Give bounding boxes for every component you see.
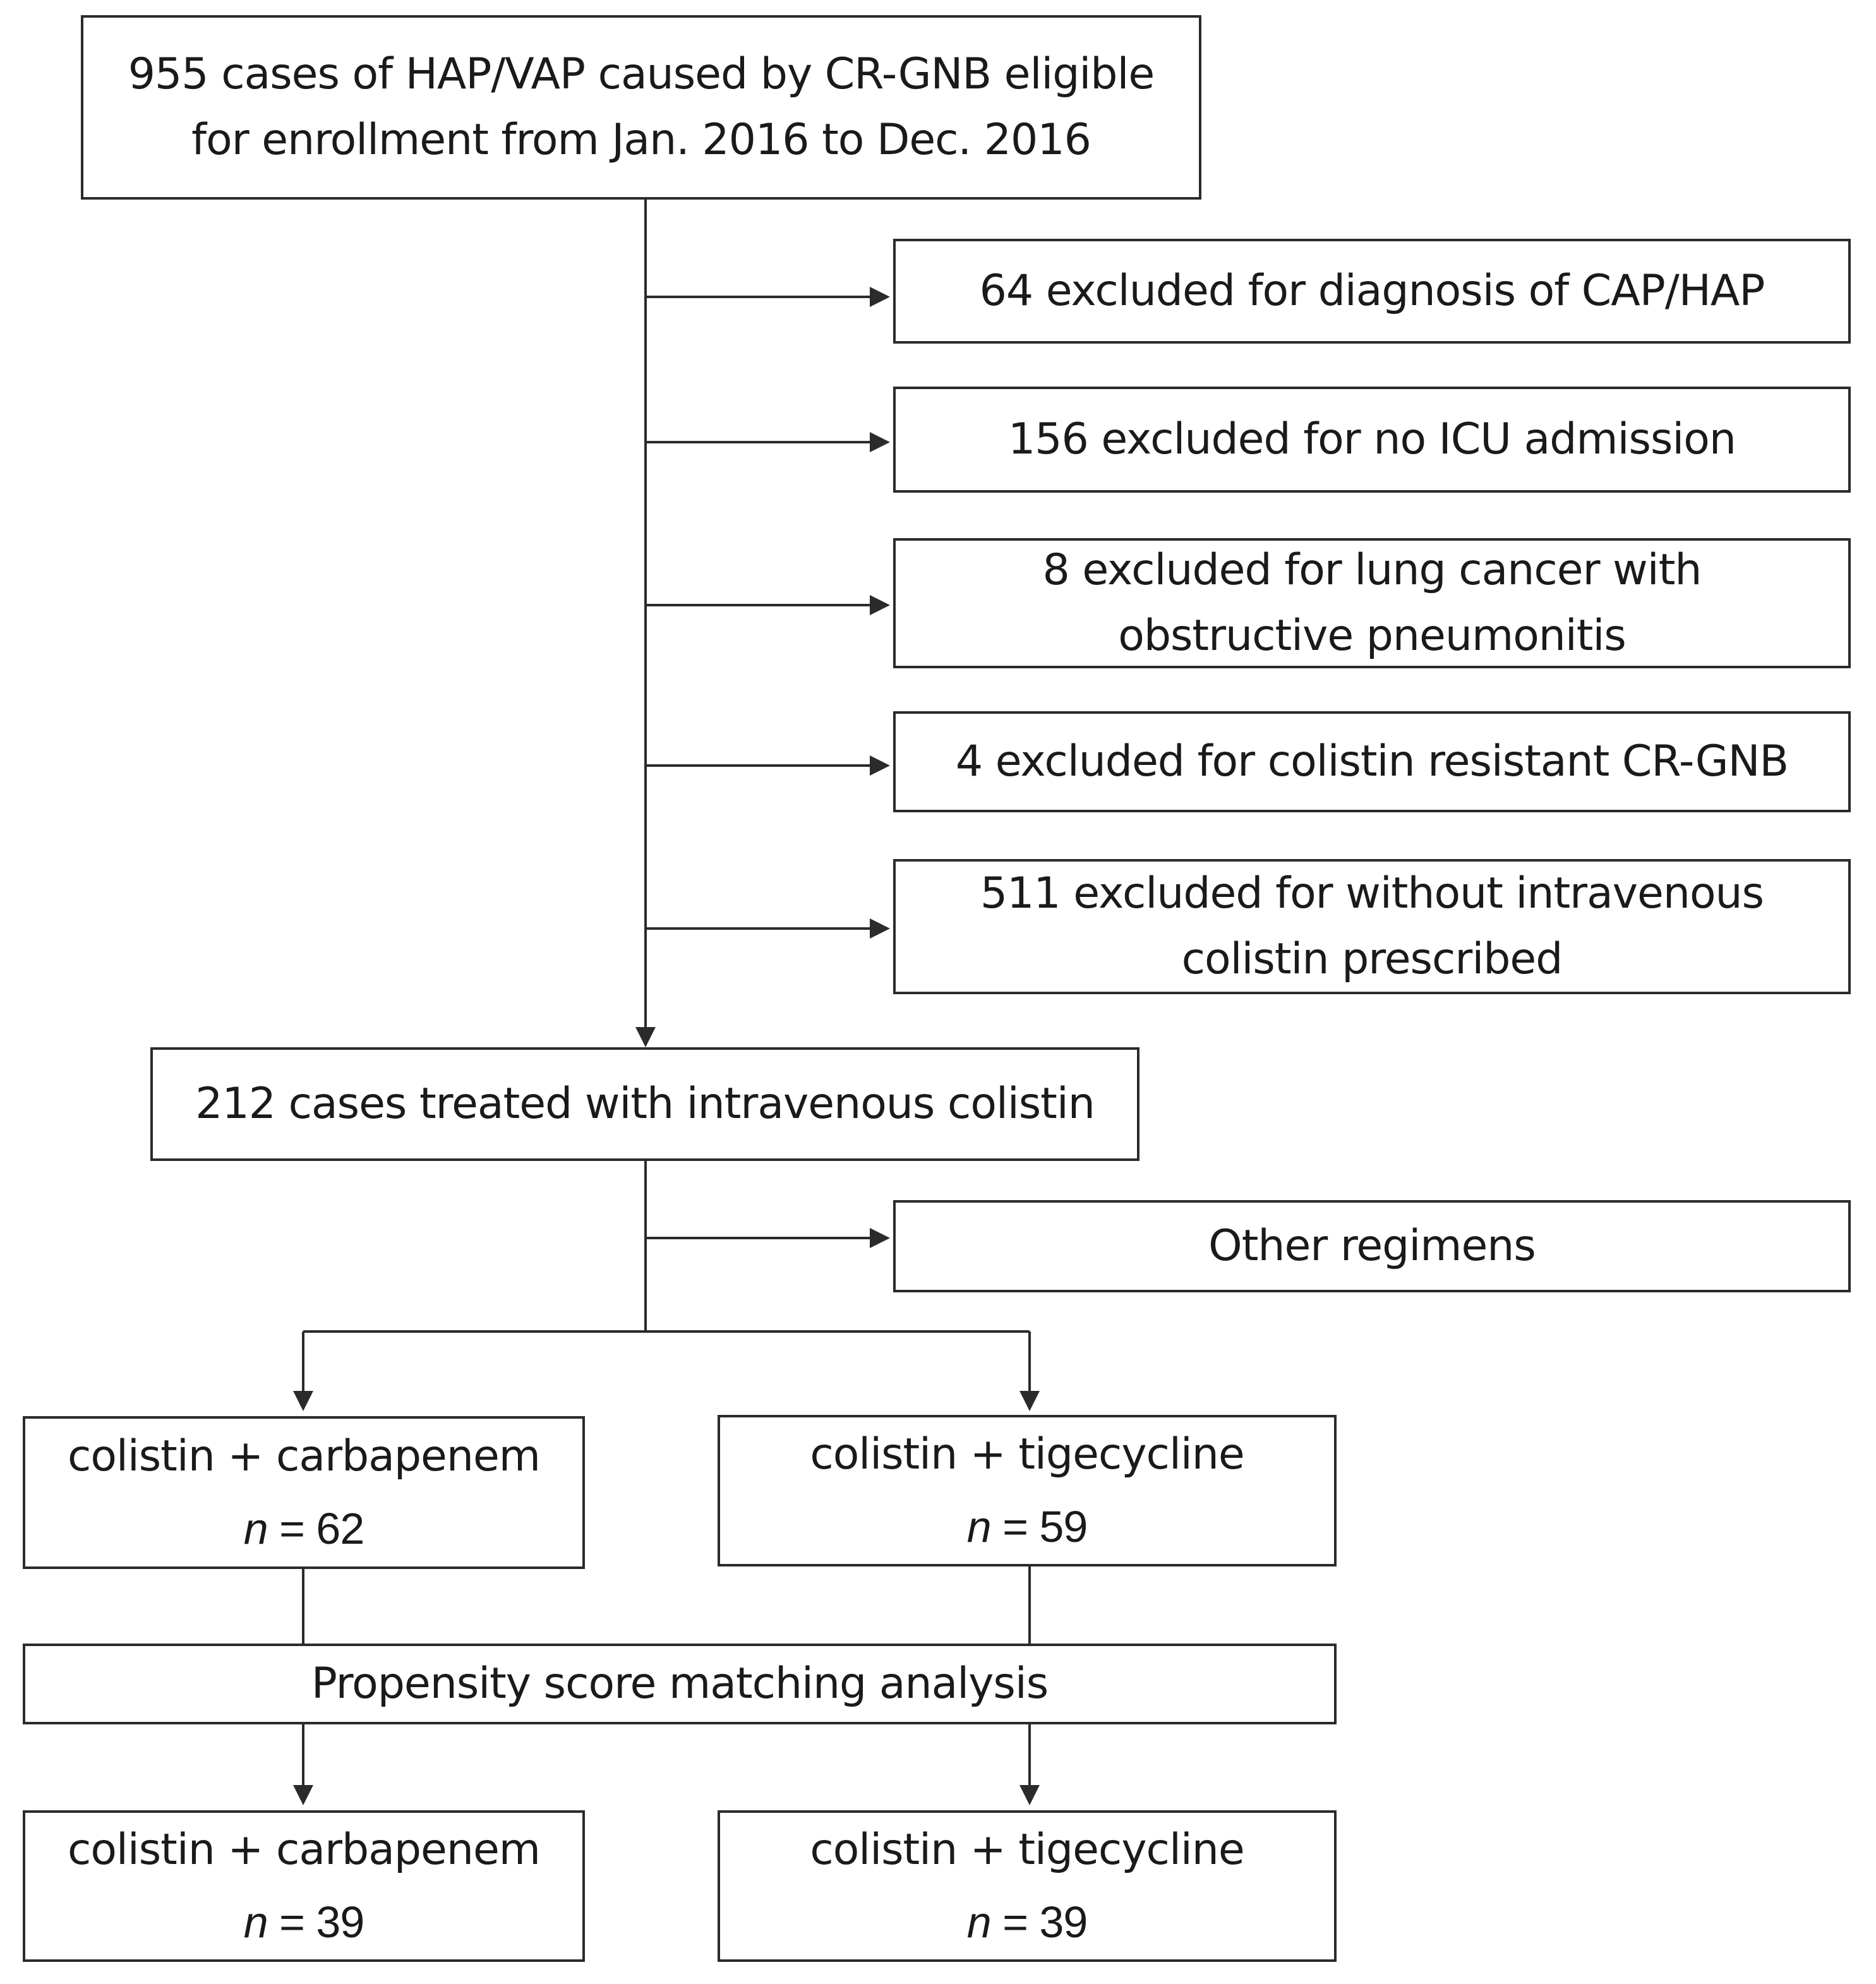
exclusion-2-label: 156 excluded for no ICU admission <box>1007 414 1736 464</box>
group-carbapenem-before-count: n = 62 <box>243 1504 365 1553</box>
group-tigecycline-before-box: colistin + tigecycline n = 59 <box>718 1415 1337 1566</box>
group-tigecycline-before-label: colistin + tigecycline <box>810 1429 1244 1479</box>
treated-label: 212 cases treated with intravenous colis… <box>195 1079 1095 1129</box>
matching-box: Propensity score matching analysis <box>23 1644 1337 1724</box>
treated-box: 212 cases treated with intravenous colis… <box>150 1047 1139 1161</box>
exclusion-1-label: 64 excluded for diagnosis of CAP/HAP <box>979 266 1765 316</box>
group-tigecycline-after-count: n = 39 <box>966 1897 1088 1947</box>
matching-label: Propensity score matching analysis <box>311 1659 1049 1709</box>
exclusion-5-line-2: colistin prescribed <box>1181 934 1563 984</box>
other-regimens-label: Other regimens <box>1208 1221 1536 1271</box>
group-carbapenem-after-count: n = 39 <box>243 1897 365 1947</box>
exclusion-box-5: 511 excluded for without intravenous col… <box>893 859 1851 994</box>
exclusion-box-1: 64 excluded for diagnosis of CAP/HAP <box>893 239 1851 344</box>
exclusion-5-line-1: 511 excluded for without intravenous <box>980 869 1764 918</box>
exclusion-3-line-1: 8 excluded for lung cancer with <box>1042 545 1702 595</box>
enrollment-line-1: 955 cases of HAP/VAP caused by CR-GNB el… <box>128 49 1155 99</box>
exclusion-box-3: 8 excluded for lung cancer with obstruct… <box>893 538 1851 668</box>
enrollment-box: 955 cases of HAP/VAP caused by CR-GNB el… <box>81 15 1201 200</box>
group-tigecycline-after-box: colistin + tigecycline n = 39 <box>718 1810 1337 1962</box>
exclusion-box-2: 156 excluded for no ICU admission <box>893 387 1851 493</box>
group-tigecycline-before-count: n = 59 <box>966 1502 1088 1551</box>
exclusion-4-label: 4 excluded for colistin resistant CR-GNB <box>955 736 1789 786</box>
group-carbapenem-after-box: colistin + carbapenem n = 39 <box>23 1810 585 1962</box>
enrollment-line-2: for enrollment from Jan. 2016 to Dec. 20… <box>191 115 1091 165</box>
other-regimens-box: Other regimens <box>893 1200 1851 1292</box>
exclusion-box-4: 4 excluded for colistin resistant CR-GNB <box>893 711 1851 812</box>
group-carbapenem-before-box: colistin + carbapenem n = 62 <box>23 1416 585 1569</box>
group-carbapenem-after-label: colistin + carbapenem <box>67 1825 541 1875</box>
group-carbapenem-before-label: colistin + carbapenem <box>67 1431 541 1481</box>
exclusion-3-line-2: obstructive pneumonitis <box>1118 611 1626 661</box>
group-tigecycline-after-label: colistin + tigecycline <box>810 1825 1244 1875</box>
